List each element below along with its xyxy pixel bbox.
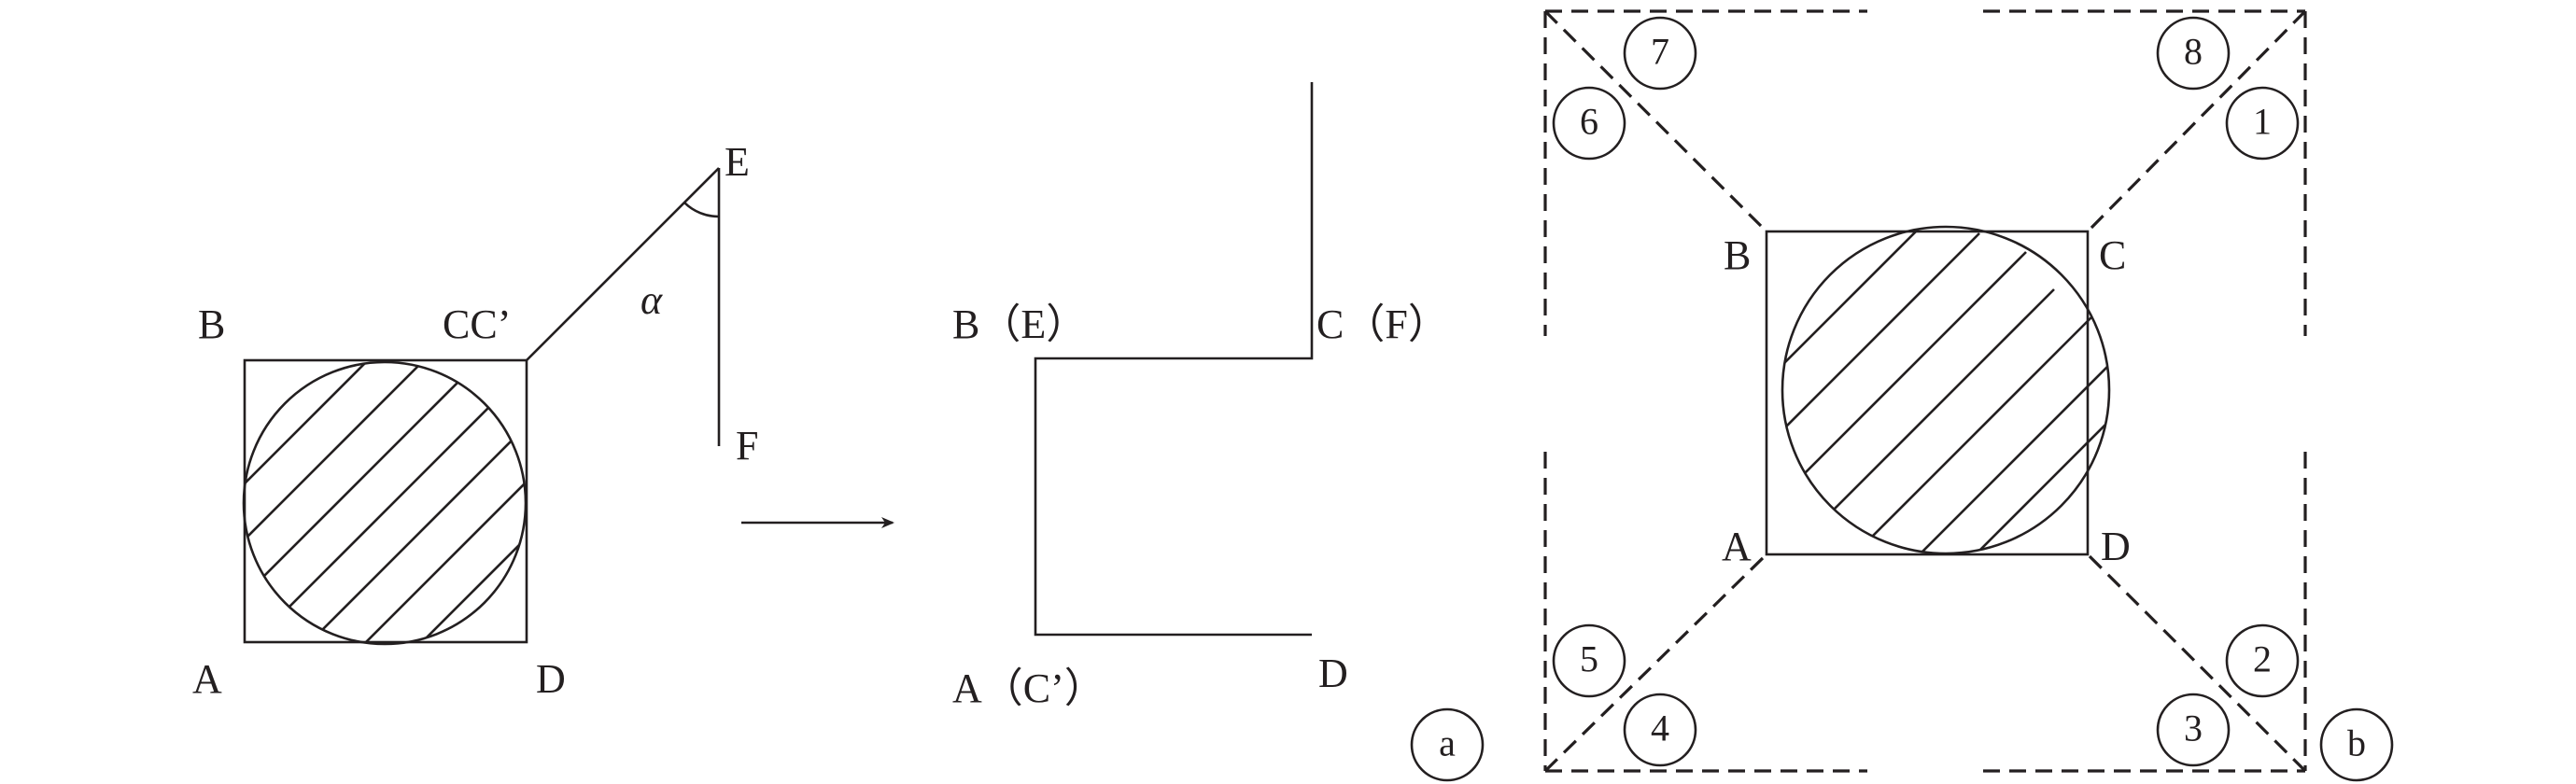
svg-text:2: 2 xyxy=(2253,638,2272,680)
svg-text:5: 5 xyxy=(1580,638,1598,680)
number-badge-4: 4 xyxy=(1623,693,1697,767)
panel-a-badge: a xyxy=(1410,707,1485,782)
number-badge-7: 7 xyxy=(1623,16,1697,91)
panel-a-original: B CC’ A D E F α xyxy=(192,139,758,702)
svg-text:8: 8 xyxy=(2184,31,2203,73)
panel-a-badge-label: a xyxy=(1439,722,1456,764)
label-e: E xyxy=(725,139,750,185)
label-b: B xyxy=(198,301,225,347)
panel-b: B C A D 1 2 3 4 5 6 7 xyxy=(1543,9,2394,782)
label-d-unfolded: D xyxy=(1318,651,1348,696)
label-cc-prime: CC’ xyxy=(443,301,511,347)
number-badge-2: 2 xyxy=(2225,623,2300,698)
svg-text:4: 4 xyxy=(1651,707,1669,749)
svg-text:6: 6 xyxy=(1580,101,1598,143)
label-b-e: B（E） xyxy=(952,301,1087,347)
square-abcd-b xyxy=(1765,230,2090,556)
label-a-panel-b: A xyxy=(1722,524,1752,569)
panel-b-badge: b xyxy=(2319,707,2394,782)
number-badge-3: 3 xyxy=(2156,693,2231,767)
svg-text:3: 3 xyxy=(2184,707,2203,749)
number-badge-5: 5 xyxy=(1552,623,1626,698)
angle-alpha-arc xyxy=(683,202,720,218)
hatched-circle xyxy=(242,360,528,646)
label-a: A xyxy=(192,656,222,702)
dashed-frame xyxy=(1543,9,2307,773)
label-a-c-prime: A（C’） xyxy=(952,665,1105,711)
label-c-panel-b: C xyxy=(2099,232,2126,278)
label-alpha: α xyxy=(640,277,663,323)
number-badge-8: 8 xyxy=(2156,16,2231,91)
label-d: D xyxy=(536,656,566,702)
number-badge-1: 1 xyxy=(2225,86,2300,161)
label-f: F xyxy=(736,423,758,469)
number-badge-6: 6 xyxy=(1552,86,1626,161)
label-b-panel-b: B xyxy=(1724,232,1751,278)
unfolded-outline xyxy=(1034,82,1314,637)
panel-b-badge-label: b xyxy=(2347,722,2366,764)
edge-c-to-e xyxy=(526,167,720,361)
label-c-f: C（F） xyxy=(1316,301,1449,347)
svg-text:7: 7 xyxy=(1651,31,1669,73)
label-d-panel-b: D xyxy=(2101,524,2131,569)
panel-a-unfolded: B（E） C（F） A（C’） D xyxy=(952,82,1449,711)
svg-text:1: 1 xyxy=(2253,101,2272,143)
